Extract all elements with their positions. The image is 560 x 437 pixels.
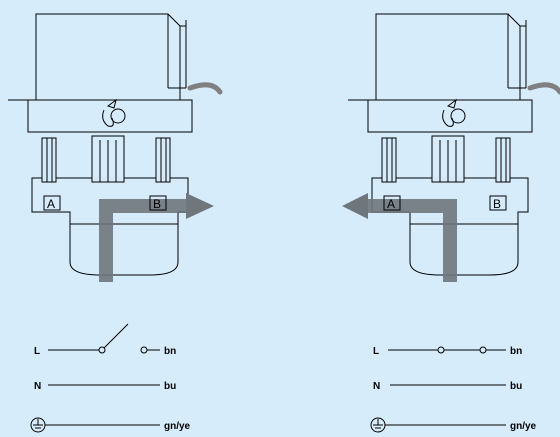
port-b-label-right: B [493, 197, 501, 211]
valve-right: A B [342, 13, 560, 282]
port-a-box-right [383, 195, 401, 211]
flow-arrow-left [99, 199, 186, 282]
valve-body-right [347, 13, 533, 276]
wire-n-label-left: N [34, 381, 41, 392]
switch-blade [103, 323, 129, 349]
wire-n-label-right: N [373, 381, 380, 392]
port-b-box-right [489, 195, 507, 211]
wire-gnye-label-left: gn/ye [164, 421, 191, 432]
cable-right [527, 82, 560, 95]
switch-contact-icon [98, 346, 106, 354]
wire-gnye-label-right: gn/ye [510, 421, 537, 432]
earth-ground-icon [30, 417, 46, 433]
flow-arrowhead-right [342, 193, 368, 219]
port-b-label-left: B [153, 197, 161, 211]
wiring-right: L bn N bu gn/ye [370, 346, 537, 433]
valve-left: A B [7, 13, 223, 282]
cable-left [187, 82, 223, 95]
port-a-label-right: A [387, 197, 395, 211]
flow-arrowhead-left [186, 193, 214, 219]
terminal-icon [479, 346, 487, 354]
closed-contact-icon [437, 346, 445, 354]
wire-l-label-left: L [34, 346, 40, 357]
wire-bn-label-right: bn [510, 346, 522, 357]
wiring-left: L bn N bu gn/ye [30, 323, 191, 433]
switch-terminal-icon [140, 346, 148, 354]
port-a-box-left [43, 195, 61, 211]
earth-ground-icon [370, 417, 386, 433]
wire-l-label-right: L [373, 346, 379, 357]
flow-arrow-right [368, 199, 457, 282]
wire-bu-label-right: bu [510, 381, 522, 392]
wire-bn-label-left: bn [164, 346, 176, 357]
port-a-label-left: A [47, 197, 55, 211]
wire-bu-label-left: bu [164, 381, 176, 392]
port-b-box-left [149, 195, 167, 211]
